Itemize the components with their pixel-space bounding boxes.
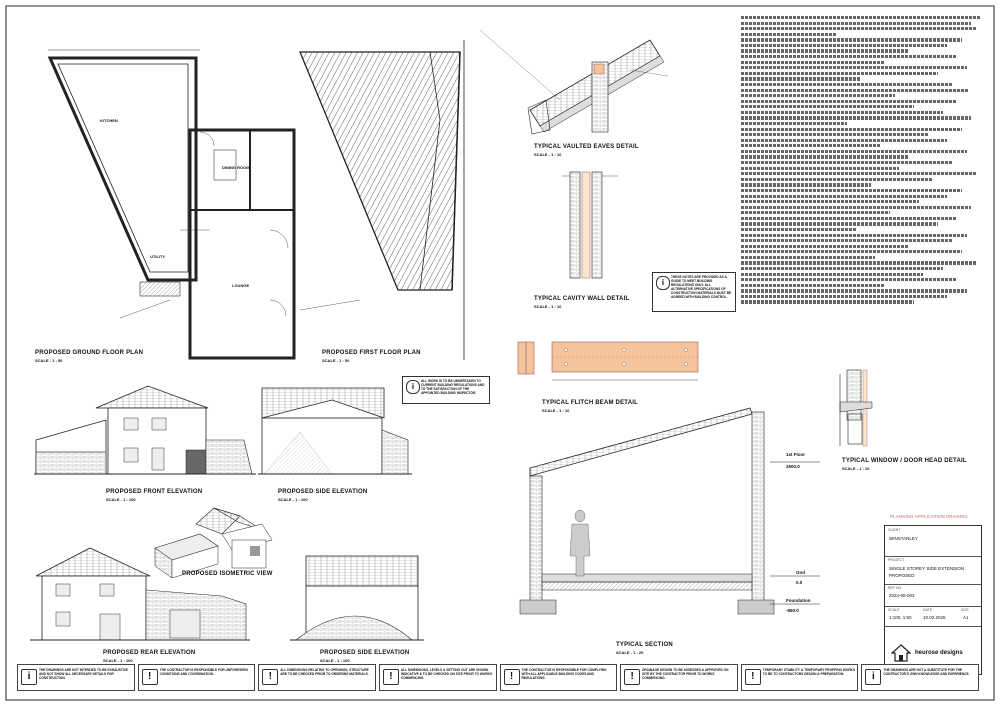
warning-icon: !	[262, 669, 279, 685]
footer-note-5: !THE CONTRACTOR IS RESPONSIBLE FOR COMPL…	[499, 664, 618, 691]
front-elevation-scale: SCALE - 1 : 100	[106, 497, 136, 502]
room-utility: UTILITY	[150, 254, 166, 259]
level-first-value: 2600.0	[786, 464, 800, 469]
level-foundation: Foundation	[786, 598, 811, 603]
info-icon: i	[21, 669, 37, 685]
ground-floor-plan-scale: SCALE - 1 : 50	[35, 358, 63, 363]
window-head-scale: SCALE - 1 : 10	[842, 466, 870, 471]
footer-note-3: !ALL DIMENSIONS RELATING TO OPENINGS, ST…	[258, 664, 376, 691]
footer-note-4: !ALL DIMENSIONS, LEVELS & SETTING OUT AR…	[378, 664, 497, 691]
info-icon: i	[865, 669, 882, 685]
cavity-wall-detail	[562, 171, 618, 279]
typical-section-scale: SCALE - 1 : 20	[616, 650, 644, 655]
level-foundation-value: -850.0	[786, 608, 799, 613]
ground-floor-plan-title: PROPOSED GROUND FLOOR PLAN	[35, 350, 144, 356]
size-value: A1	[963, 615, 969, 620]
side-elevation-1-scale: SCALE - 1 : 100	[278, 497, 308, 502]
size-label: SIZE	[961, 608, 969, 612]
title-block: CLIENT WINSTANLEY PROJECT SINGLE STOREY …	[884, 525, 982, 675]
eaves-detail	[479, 29, 669, 135]
window-head-title: TYPICAL WINDOW / DOOR HEAD DETAIL	[842, 458, 967, 464]
cavity-wall-title: TYPICAL CAVITY WALL DETAIL	[534, 296, 630, 302]
first-floor-plan-title: PROPOSED FIRST FLOOR PLAN	[322, 350, 421, 356]
ref-label: REF NO.	[888, 586, 903, 590]
front-elevation-title: PROPOSED FRONT ELEVATION	[106, 489, 203, 495]
isometric-view-title: PROPOSED ISOMETRIC VIEW	[182, 571, 273, 577]
specification-notes	[741, 16, 981, 306]
level-ground-value: 0.0	[796, 580, 803, 585]
footer-note-7: !TEMPORARY STABILITY & TEMPORARY PROPPIN…	[740, 664, 859, 691]
scale-value: 1:100, 1:50	[889, 615, 912, 620]
ref-number: 2024-65-002	[889, 593, 915, 598]
flitch-beam-title: TYPICAL FLITCH BEAM DETAIL	[542, 400, 638, 406]
footer-note-2: !THE CONTRACTOR IS RESPONSIBLE FOR UNFOR…	[137, 664, 256, 691]
info-icon: i	[406, 380, 420, 394]
eaves-detail-title: TYPICAL VAULTED EAVES DETAIL	[534, 144, 639, 150]
client-name: WINSTANLEY	[889, 536, 918, 541]
warning-icon: !	[744, 669, 761, 685]
level-first-floor: 1st Floor	[786, 452, 806, 457]
warning-icon: !	[503, 669, 520, 685]
room-lounge: LOUNGE	[232, 283, 250, 288]
window-head-detail	[839, 369, 873, 447]
isometric-view	[154, 507, 273, 579]
room-dining: DINING ROOM	[222, 165, 250, 170]
room-kitchen: KITCHEN	[100, 118, 118, 123]
rear-elevation-scale: SCALE - 1 : 100	[103, 658, 133, 663]
level-ground: Gnd	[796, 570, 805, 575]
flitch-beam-detail	[517, 341, 699, 381]
house-logo-icon	[891, 644, 911, 662]
side-elevation-1	[258, 387, 412, 475]
client-label: CLIENT	[888, 528, 901, 532]
rear-elevation-title: PROPOSED REAR ELEVATION	[103, 650, 196, 656]
guide-note-box: i THESE NOTES ARE PROVIDED AS A GUIDE TO…	[652, 272, 736, 312]
side-elevation-2-scale: SCALE - 1 : 100	[320, 658, 350, 663]
warning-icon: !	[382, 669, 399, 685]
guide-note-text: THESE NOTES ARE PROVIDED AS A GUIDE TO M…	[671, 275, 732, 299]
first-floor-plan-scale: SCALE - 1 : 50	[322, 358, 350, 363]
side-elevation-2	[290, 555, 424, 641]
planning-stamp: PLANNING APPLICATION DRAWING	[890, 514, 968, 519]
typical-section	[519, 407, 820, 615]
date-label: DATE	[923, 608, 933, 612]
firm-name: heurose designs	[915, 650, 963, 656]
regulations-note-box: i ALL WORK IS TO BE UNDERTAKEN TO CURREN…	[402, 376, 490, 404]
info-icon: i	[656, 276, 670, 290]
first-floor-plan	[299, 40, 465, 360]
ground-floor-plan	[47, 49, 296, 360]
scale-label: SCALE	[888, 608, 900, 612]
flitch-beam-scale: SCALE - 1 : 10	[542, 408, 570, 413]
side-elevation-1-title: PROPOSED SIDE ELEVATION	[278, 489, 368, 495]
date-value: 10.02.2025	[923, 615, 946, 620]
regulations-note-text: ALL WORK IS TO BE UNDERTAKEN TO CURRENT …	[421, 379, 485, 395]
warning-icon: !	[141, 669, 158, 685]
project-status: PROPOSED	[889, 573, 915, 578]
typical-section-title: TYPICAL SECTION	[616, 642, 673, 648]
front-elevation	[34, 385, 256, 475]
cavity-wall-scale: SCALE - 1 : 10	[534, 304, 562, 309]
project-label: PROJECT	[888, 558, 905, 562]
warning-icon: !	[624, 669, 641, 685]
rear-elevation	[30, 547, 250, 641]
footer-note-6: !DRAINAGE DESIGN TO BE ASSESSED & APPROV…	[620, 664, 738, 691]
side-elevation-2-title: PROPOSED SIDE ELEVATION	[320, 650, 410, 656]
eaves-detail-scale: SCALE - 1 : 10	[534, 152, 562, 157]
project-name: SINGLE STOREY SIDE EXTENSION	[889, 566, 965, 571]
